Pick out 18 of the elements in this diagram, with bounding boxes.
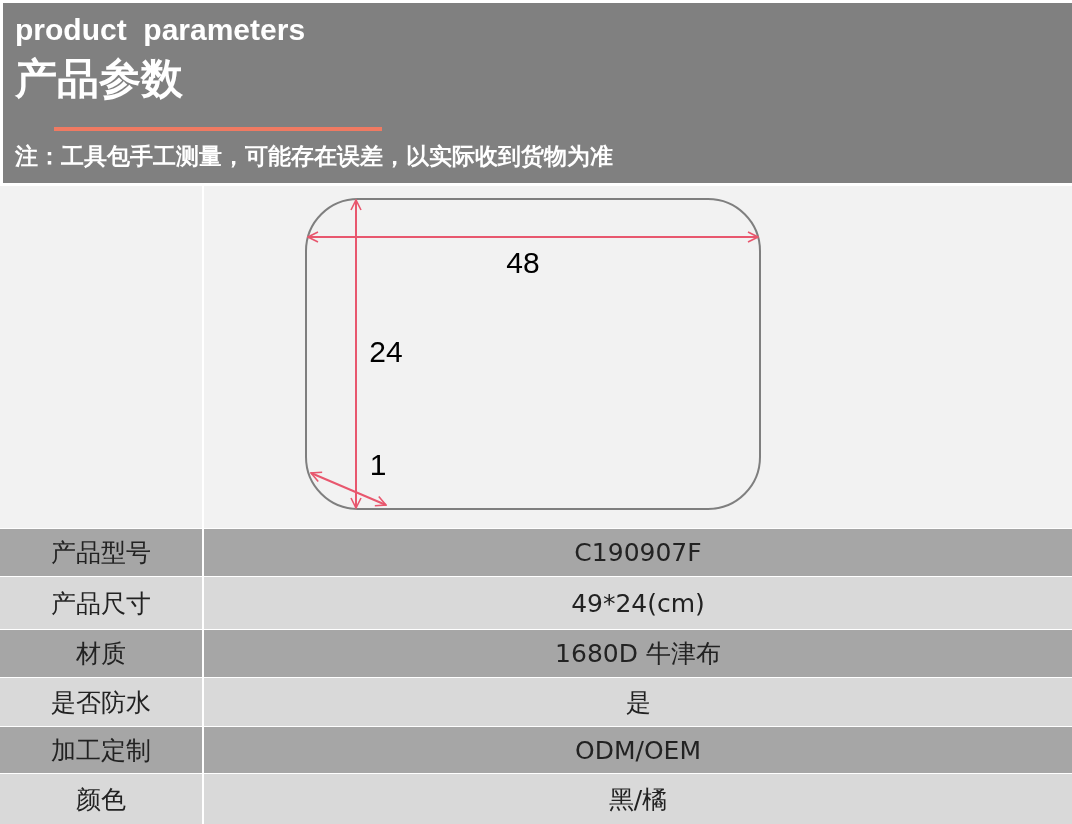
- table-cell: 产品尺寸: [0, 577, 204, 629]
- table-cell: C190907F: [204, 529, 1072, 576]
- table-cell: 产品型号: [0, 529, 204, 576]
- heading: 产品参数: [15, 53, 183, 105]
- table-cell: 材质: [0, 630, 204, 677]
- table-cell: 是: [204, 678, 1072, 726]
- table-cell: 49*24(cm): [204, 577, 1072, 629]
- table-cell: ODM/OEM: [204, 727, 1072, 773]
- dimension-label: 24: [369, 335, 403, 369]
- table-cell: 黑/橘: [204, 774, 1072, 824]
- table-cell: 颜色: [0, 774, 204, 824]
- dimension-label: 1: [369, 448, 387, 482]
- table-cell: 加工定制: [0, 727, 204, 773]
- dimension-label: 48: [506, 246, 540, 280]
- note: 注：工具包手工测量，可能存在误差，以实际收到货物为准: [15, 142, 613, 171]
- table-cell: 1680D 牛津布: [204, 630, 1072, 677]
- title: product parameters: [15, 13, 306, 47]
- table-cell: 是否防水: [0, 678, 204, 726]
